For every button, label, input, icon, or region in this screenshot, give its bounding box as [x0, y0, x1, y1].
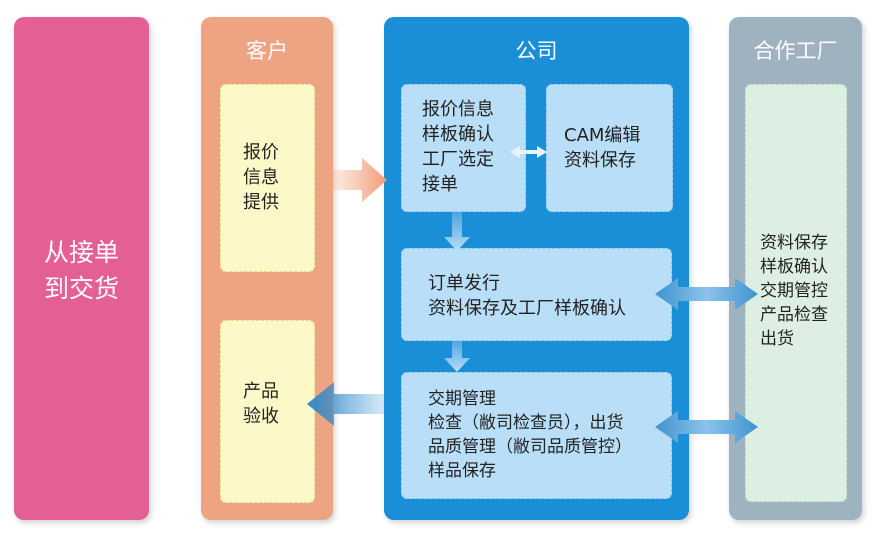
lane-partner-factory: 合作工厂 资料保存 样板确认 交期管控 产品检查 出货 — [729, 17, 862, 520]
arrow-customer-to-company — [333, 158, 387, 202]
lane-factory-title: 合作工厂 — [753, 39, 838, 63]
step-order-line-1: 订单发行 — [428, 273, 500, 294]
factory-step-2: 样板确认 — [760, 257, 828, 277]
step-quote-line-3: 工厂选定 — [422, 149, 494, 170]
step-cam-line-1: CAM编辑 — [564, 125, 641, 146]
company-step-delivery-text: 交期管理 检查（敝司检查员），出货 品质管理（敝司品质管控） 样品保存 — [428, 387, 632, 483]
company-step-quote: 报价信息 样板确认 工厂选定 接单 — [401, 84, 526, 212]
step-delivery-line-1: 交期管理 — [428, 389, 496, 409]
company-step-cam-text: CAM编辑 资料保存 — [564, 123, 640, 173]
company-step-quote-text: 报价信息 样板确认 工厂选定 接单 — [422, 97, 494, 197]
factory-step-3: 交期管控 — [760, 281, 828, 301]
arrow-order-to-delivery — [444, 340, 470, 372]
lane-order-to-delivery-label: 从接单 到交货 — [14, 235, 149, 307]
arrow-company-to-customer — [307, 382, 384, 426]
customer-receive-box: 产品 验收 — [220, 320, 315, 503]
arrow-quote-to-order — [444, 212, 470, 251]
lane-company: 公司 报价信息 样板确认 工厂选定 接单 CAM编辑 资料保存 订单发行 资料保… — [384, 17, 689, 520]
lane-company-title: 公司 — [515, 39, 558, 63]
lane-label-line-1: 从接单 — [43, 238, 119, 267]
company-step-order-text: 订单发行 资料保存及工厂样板确认 — [428, 271, 626, 321]
step-quote-line-4: 接单 — [422, 174, 458, 195]
factory-step-5: 出货 — [760, 329, 794, 349]
company-step-cam: CAM编辑 资料保存 — [546, 84, 673, 212]
step-order-line-2: 资料保存及工厂样板确认 — [428, 298, 626, 319]
step-quote-line-1: 报价信息 — [422, 99, 494, 120]
arrow-quote-cam — [510, 146, 547, 158]
step-delivery-line-3: 品质管理（敝司品质管控） — [428, 437, 632, 457]
receive-line-1: 产品 — [243, 381, 279, 402]
lane-customer-title: 客户 — [246, 39, 288, 63]
step-delivery-line-2: 检查（敝司检查员），出货 — [428, 413, 624, 433]
factory-steps-box: 资料保存 样板确认 交期管控 产品检查 出货 — [745, 84, 847, 502]
customer-quote-box: 报价 信息 提供 — [220, 84, 315, 272]
receive-line-2: 验收 — [243, 406, 279, 427]
quote-line-2: 信息 — [243, 167, 279, 188]
company-step-delivery: 交期管理 检查（敝司检查员），出货 品质管理（敝司品质管控） 样品保存 — [401, 372, 672, 499]
step-quote-line-2: 样板确认 — [422, 124, 494, 145]
arrow-delivery-factory — [655, 411, 758, 443]
step-cam-line-2: 资料保存 — [564, 150, 636, 171]
customer-receive-text: 产品 验收 — [243, 379, 279, 429]
arrow-order-factory — [655, 278, 758, 310]
lane-customer: 客户 报价 信息 提供 产品 验收 — [201, 17, 333, 520]
factory-step-4: 产品检查 — [760, 305, 828, 325]
lane-label-line-2: 到交货 — [43, 274, 119, 303]
lane-order-to-delivery: 从接单 到交货 — [14, 17, 149, 520]
quote-line-3: 提供 — [243, 192, 279, 213]
factory-step-1: 资料保存 — [760, 233, 828, 253]
customer-quote-text: 报价 信息 提供 — [243, 140, 279, 215]
step-delivery-line-4: 样品保存 — [428, 461, 496, 481]
factory-steps-text: 资料保存 样板确认 交期管控 产品检查 出货 — [760, 231, 828, 351]
quote-line-1: 报价 — [243, 142, 279, 163]
